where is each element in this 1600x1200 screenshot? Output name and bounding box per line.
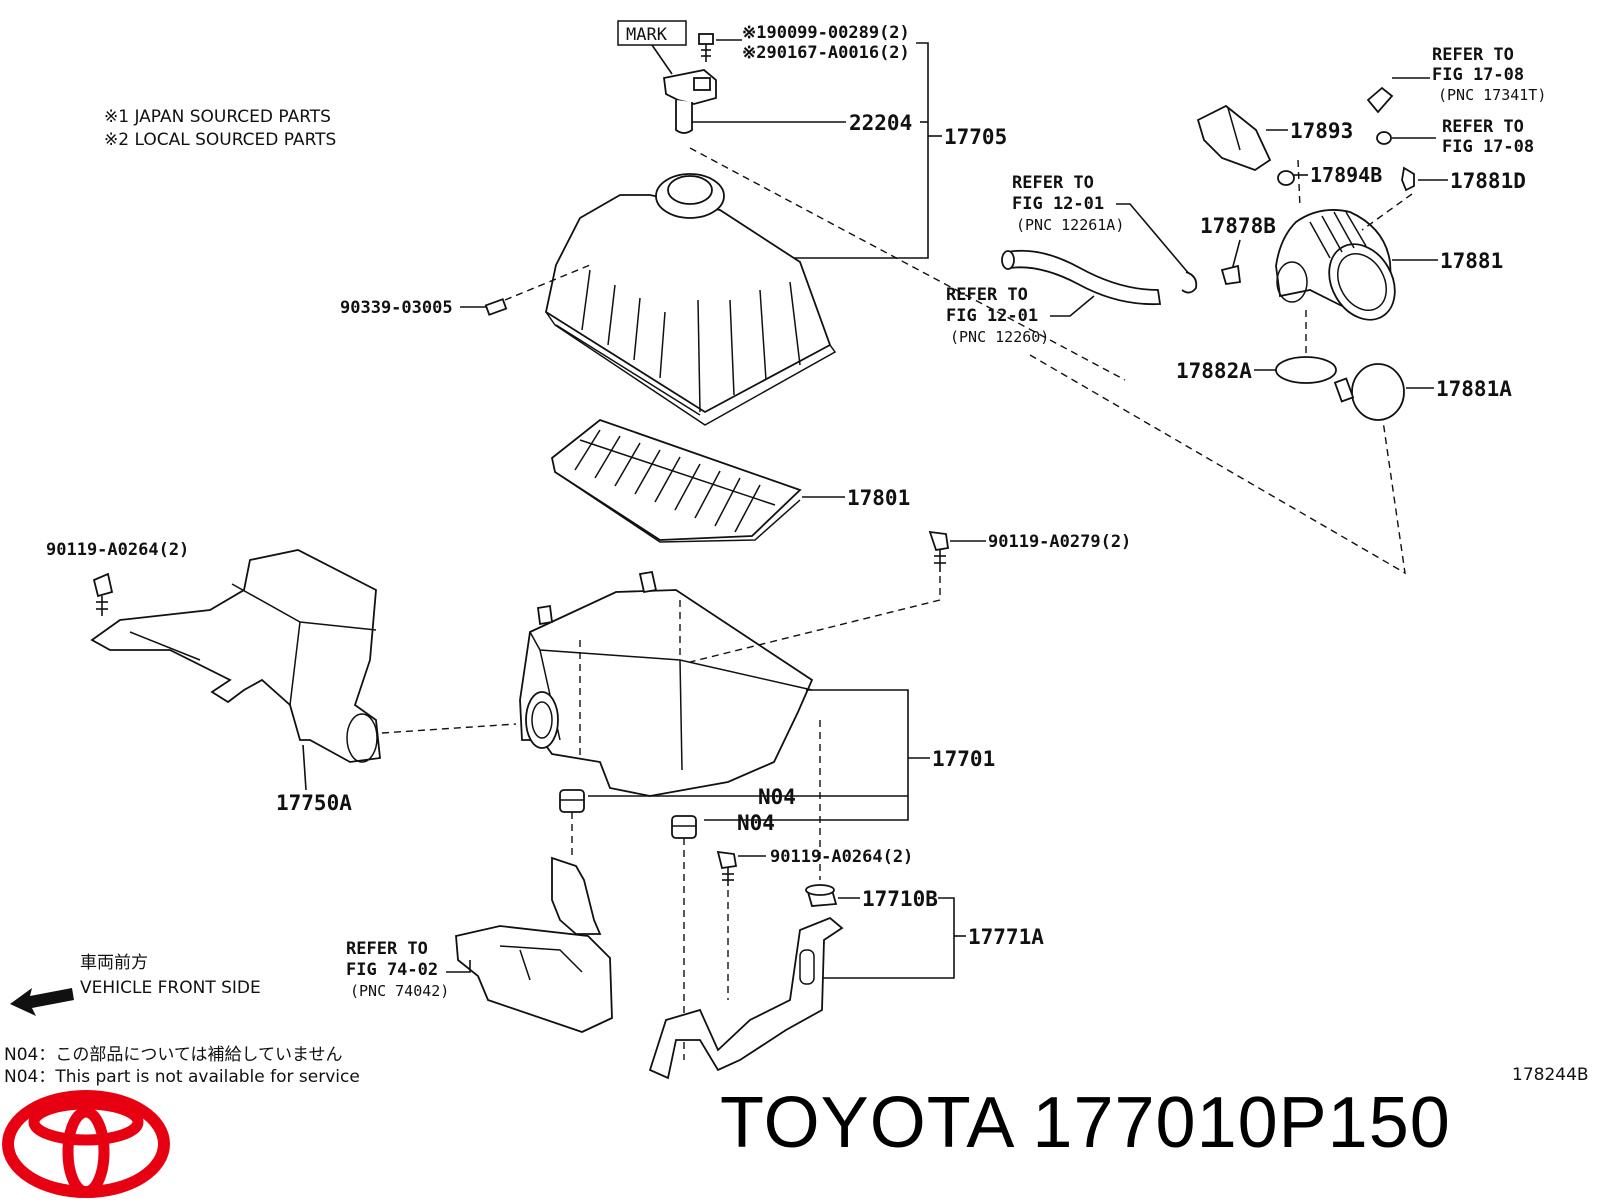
breather-hose-part <box>1001 249 1198 306</box>
screw-part <box>698 33 714 62</box>
small-hose-part <box>1366 86 1394 114</box>
front-side-jp: 車両前方 <box>80 953 148 973</box>
ref-7402-line2: FIG 74-02 <box>346 960 438 980</box>
label-17801: 17801 <box>847 486 910 510</box>
label-17882a: 17882A <box>1176 359 1252 383</box>
ref-1201b-line2: FIG 12-01 <box>946 306 1038 326</box>
note-japan-sourced: ※1 JAPAN SOURCED PARTS <box>104 107 331 127</box>
grommet-n04-b-part <box>671 815 697 839</box>
air-cleaner-case-part <box>519 570 814 797</box>
label-17771a: 17771A <box>968 925 1044 949</box>
label-17894b: 17894B <box>1310 163 1382 187</box>
ref-1201a-line1: REFER TO <box>1012 173 1094 193</box>
figure-id: 178244B <box>1512 1065 1589 1085</box>
cushion-17710b-part <box>805 884 838 907</box>
label-17710b: 17710B <box>862 887 938 911</box>
note-local-sourced: ※2 LOCAL SOURCED PARTS <box>104 130 336 150</box>
label-22204: 22204 <box>849 111 912 135</box>
arrow-left-icon <box>10 988 74 1016</box>
label-90119-a0264-left: 90119-A0264(2) <box>46 540 189 560</box>
label-17881d: 17881D <box>1450 169 1526 193</box>
n04-note-en: N04：This part is not available for servi… <box>4 1067 360 1087</box>
label-290167: ※290167-A0016(2) <box>742 43 910 63</box>
label-17705: 17705 <box>944 125 1007 149</box>
label-17878b: 17878B <box>1200 214 1276 238</box>
air-intake-duct-part <box>90 549 381 763</box>
ref-1201a-line2: FIG 12-01 <box>1012 194 1104 214</box>
n04-note-jp: N04：この部品については補給していません <box>4 1045 342 1065</box>
label-17701: 17701 <box>932 747 995 771</box>
label-190099: ※190099-00289(2) <box>742 23 910 43</box>
ref-7402-line1: REFER TO <box>346 939 428 959</box>
front-side-en: VEHICLE FRONT SIDE <box>80 978 261 998</box>
label-17881: 17881 <box>1440 249 1503 273</box>
ref-1201b-line3: (PNC 12260) <box>950 328 1049 346</box>
label-90119-a0264-bottom: 90119-A0264(2) <box>770 847 913 867</box>
battery-bracket-part <box>455 856 613 1033</box>
ref-1708a-line1: REFER TO <box>1432 45 1514 65</box>
ref-1201b-line1: REFER TO <box>946 285 1028 305</box>
toyota-logo <box>2 1090 170 1198</box>
ref-1201a-line3: (PNC 12261A) <box>1016 216 1124 234</box>
clamp-17881a-part <box>1333 363 1405 421</box>
label-n04-a: N04 <box>758 785 796 809</box>
bracket-17771a-part <box>648 916 844 1080</box>
air-cleaner-cap-part <box>544 173 837 426</box>
bolt-bottom-part <box>716 850 738 886</box>
ref-1708b-line1: REFER TO <box>1442 117 1524 137</box>
airflow-sensor-part <box>663 69 717 134</box>
filter-element-part <box>551 418 802 543</box>
mark-label: MARK <box>626 25 668 45</box>
label-17750a: 17750A <box>276 791 352 815</box>
pin-part <box>484 298 508 316</box>
label-17893: 17893 <box>1290 119 1353 143</box>
label-90339: 90339-03005 <box>340 298 453 318</box>
label-n04-b: N04 <box>737 811 775 835</box>
ref-1708a-line2: FIG 17-08 <box>1432 65 1524 85</box>
bolt-right-part <box>928 530 950 572</box>
label-17881a: 17881A <box>1436 377 1512 401</box>
grommet-n04-a-part <box>559 789 585 813</box>
air-intake-hose-part <box>1275 209 1396 321</box>
bolt-left-part <box>92 572 114 616</box>
brand-title: TOYOTA 177010P150 <box>720 1083 1451 1163</box>
ref-1708b-line2: FIG 17-08 <box>1442 137 1534 157</box>
clamp-17882a-part <box>1275 356 1337 384</box>
label-90119-a0279: 90119-A0279(2) <box>988 532 1131 552</box>
ref-7402-line3: (PNC 74042) <box>350 982 449 1000</box>
ref-1708a-line3: (PNC 17341T) <box>1438 86 1546 104</box>
resonator-part <box>1196 104 1272 172</box>
